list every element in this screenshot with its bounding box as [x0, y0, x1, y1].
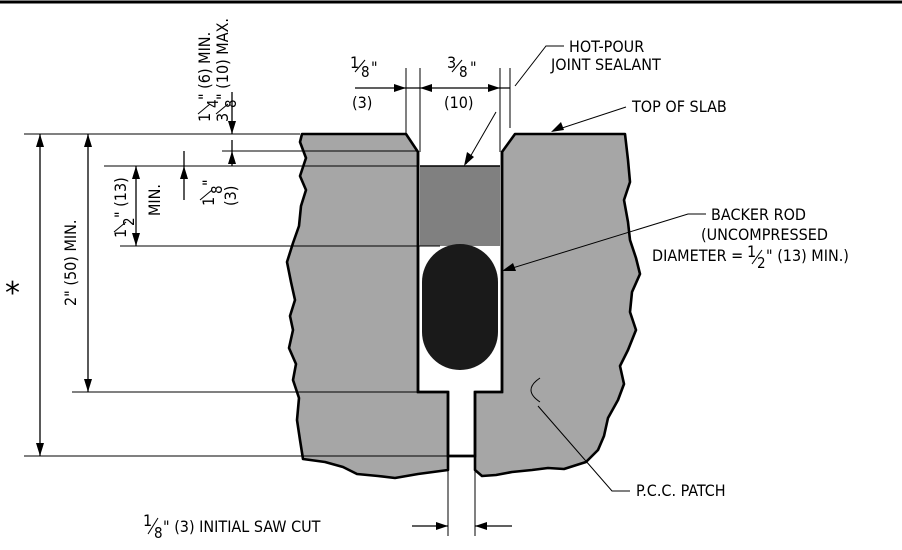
- leader-top-of-slab: [555, 106, 627, 131]
- joint-width-mm: (10): [444, 93, 474, 112]
- left-gap-unit: ": [371, 58, 378, 77]
- arrow-rod-gap: [180, 166, 188, 179]
- label-pcc-patch: P.C.C. PATCH: [636, 481, 726, 500]
- recess-min-b: 4: [204, 99, 222, 108]
- rod-gap-num: 1: [199, 197, 218, 206]
- arrow-depth-bottom: [84, 379, 92, 392]
- recess-min-a: 1: [195, 113, 214, 122]
- arrow-top-of-slab: [551, 122, 564, 132]
- sealant-depth-b: 2: [120, 217, 138, 226]
- recess-min-frac-bar: [197, 103, 211, 115]
- left-gap-frac-bar: [354, 59, 366, 73]
- recess-max-a: 3: [213, 113, 232, 122]
- arrow-depth-top: [84, 134, 92, 147]
- joint-width-frac-bar: [451, 59, 463, 73]
- recess-min-c: " (6) MIN.: [195, 32, 214, 100]
- sealant-depth-a: 1: [111, 229, 130, 238]
- sealant-depth-min: MIN.: [145, 184, 164, 216]
- rod-gap-den: 8: [208, 185, 226, 194]
- label-backer-rod-3b: 1: [747, 242, 756, 261]
- arrow-rod-gap-2: [228, 151, 236, 164]
- arrow-left-gap: [394, 84, 406, 92]
- sealant-depth-frac-bar: [113, 221, 127, 233]
- arrow-saw-left: [436, 522, 448, 530]
- label-top-of-slab: TOP OF SLAB: [631, 97, 727, 116]
- arrow-joint-left: [420, 84, 432, 92]
- label-backer-rod-2: (UNCOMPRESSED: [701, 225, 828, 244]
- recess-max-frac-bar: [215, 103, 229, 115]
- label-depth-min: 2" (50) MIN.: [61, 220, 80, 306]
- arrow-sealant: [464, 152, 474, 166]
- label-backer-rod-3c: 2: [757, 254, 766, 272]
- label-hot-pour-2: JOINT SEALANT: [550, 55, 661, 74]
- left-gap-mm: (3): [352, 93, 372, 112]
- label-backer-rod-1: BACKER ROD: [711, 205, 806, 224]
- saw-cut-frac-bar: [147, 517, 159, 535]
- leader-backer-rod: [505, 213, 706, 271]
- hot-pour-sealant: [420, 166, 500, 246]
- rod-gap-mm: (3): [221, 186, 240, 206]
- patch-arc: [530, 377, 541, 403]
- joint-width-unit: ": [470, 58, 477, 77]
- backer-rod: [422, 244, 498, 370]
- label-backer-rod-3a: DIAMETER =: [652, 246, 743, 265]
- leader-pcc-patch: [537, 405, 630, 492]
- sealant-depth-c: " (13): [111, 177, 130, 218]
- arrow-sealant-depth-bottom: [132, 233, 140, 246]
- recess-max-c: " (10) MAX.: [213, 18, 232, 100]
- arrow-backer-rod: [502, 263, 516, 271]
- joint-width-den: 8: [459, 63, 468, 81]
- recess-max-b: 8: [222, 99, 240, 108]
- pcc-patch-right: [473, 132, 642, 478]
- label-backer-rod-3d: " (13) MIN.): [766, 246, 849, 265]
- leader-hot-pour: [514, 45, 564, 87]
- rod-gap-unit: ": [199, 179, 218, 186]
- label-hot-pour-1: HOT-POUR: [569, 37, 644, 56]
- backer-rod-frac-bar: [751, 249, 763, 265]
- arrow-recess: [228, 121, 236, 134]
- left-gap-num: 1: [350, 53, 359, 72]
- arrow-overall-top: [36, 134, 44, 147]
- label-saw-cut-c: " (3) INITIAL SAW CUT: [163, 517, 321, 536]
- label-asterisk: *: [5, 276, 20, 311]
- label-saw-cut-b: 8: [154, 524, 163, 542]
- joint-width-num: 3: [447, 53, 456, 72]
- label-saw-cut-a: 1: [143, 511, 152, 530]
- arrow-joint-right: [488, 84, 500, 92]
- rod-gap-frac-bar: [199, 189, 213, 201]
- arrow-overall-bottom: [36, 443, 44, 456]
- arrow-sealant-depth-top: [132, 166, 140, 179]
- arrow-saw-right: [475, 522, 487, 530]
- left-gap-den: 8: [361, 63, 370, 81]
